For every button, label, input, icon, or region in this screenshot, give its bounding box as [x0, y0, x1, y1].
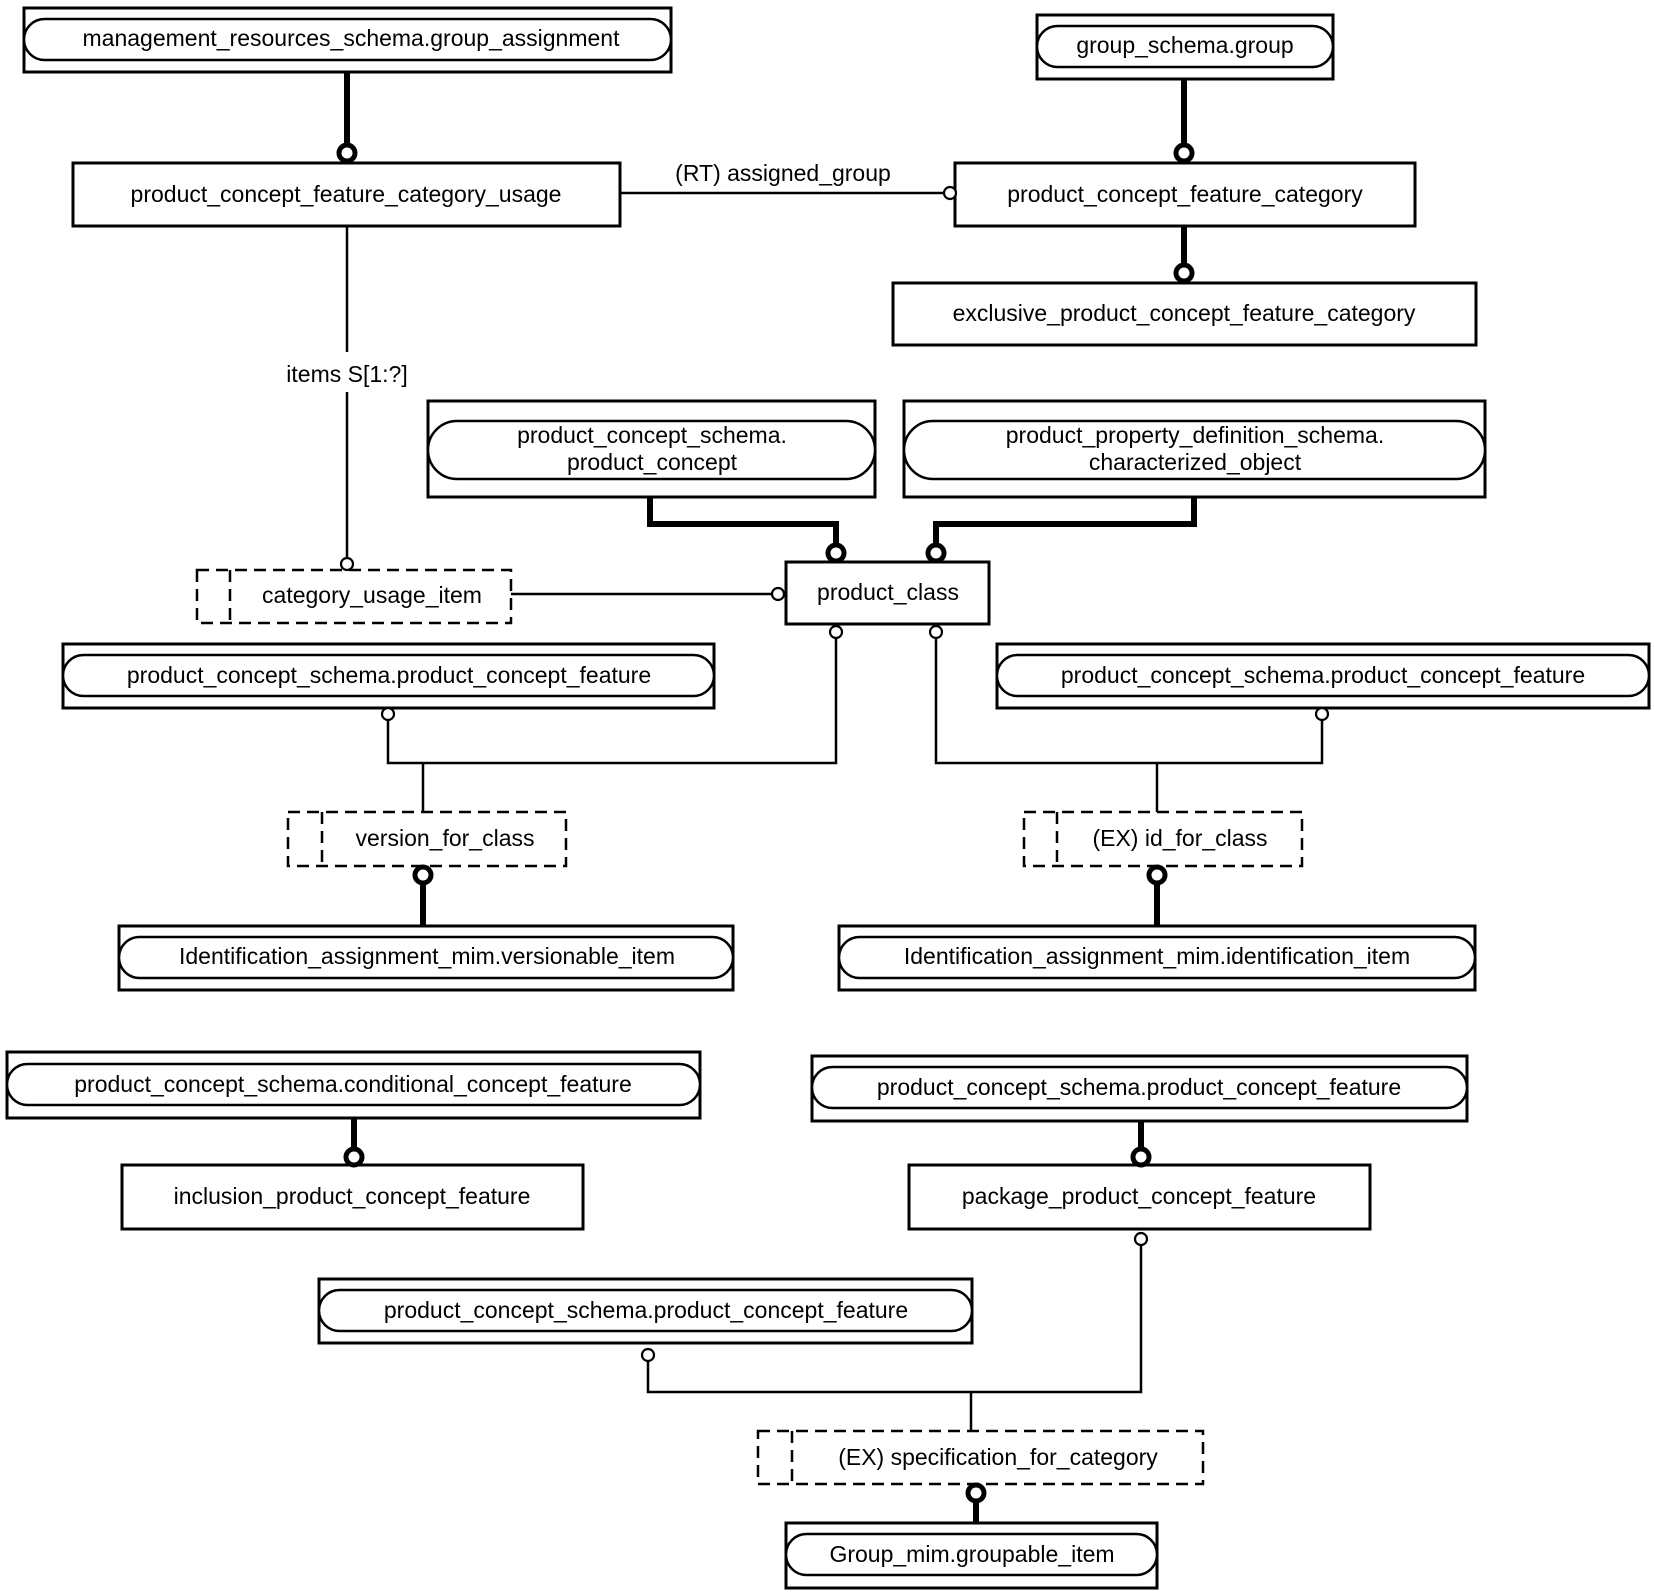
select-label: category_usage_item [262, 582, 482, 608]
entity-label-line2: product_concept [567, 449, 738, 475]
select-label: (EX) id_for_class [1092, 825, 1267, 851]
relation-label-assigned-group: (RT) assigned_group [675, 160, 891, 186]
entity-product-concept[interactable]: product_concept_schema. product_concept [426, 399, 877, 499]
entity-group[interactable]: group_schema.group [1035, 13, 1335, 81]
circle-terminators [336, 142, 1330, 1504]
entity-label: group_schema.group [1076, 32, 1293, 58]
entity-label: product_concept_schema.product_concept_f… [384, 1297, 908, 1323]
entity-label-line2: characterized_object [1089, 449, 1302, 475]
supertype-circle [1173, 142, 1195, 164]
entity-feature-category[interactable]: product_concept_feature_category [953, 161, 1417, 228]
connectors [344, 70, 1324, 1523]
entity-characterized-object[interactable]: product_property_definition_schema. char… [902, 399, 1487, 499]
entity-label: inclusion_product_concept_feature [174, 1183, 531, 1209]
select-line-id-for-class [934, 638, 1324, 765]
entity-group-assignment[interactable]: management_resources_schema.group_assign… [22, 6, 673, 74]
entity-pcf-bottom[interactable]: product_concept_schema.product_concept_f… [317, 1277, 974, 1345]
entity-label: product_concept_schema.conditional_conce… [74, 1071, 632, 1097]
select-id-for-class[interactable]: (EX) id_for_class [1022, 810, 1304, 868]
supertype-circle [925, 542, 947, 564]
supertype-circle [1146, 864, 1168, 886]
entity-pcf-right[interactable]: product_concept_schema.product_concept_f… [995, 642, 1651, 710]
entity-package-feature[interactable]: package_product_concept_feature [907, 1163, 1372, 1231]
entity-label: package_product_concept_feature [962, 1183, 1316, 1209]
supertype-circle [965, 1482, 987, 1504]
select-version-for-class[interactable]: version_for_class [286, 810, 568, 868]
entity-groupable-item[interactable]: Group_mim.groupable_item [784, 1521, 1159, 1590]
label-backdrop [272, 352, 422, 392]
entity-versionable-item[interactable]: Identification_assignment_mim.versionabl… [117, 924, 735, 992]
supertype-circle [825, 542, 847, 564]
supertype-line-product-concept [647, 497, 839, 546]
select-category-usage-item[interactable]: category_usage_item [195, 568, 513, 625]
entity-inclusion-feature[interactable]: inclusion_product_concept_feature [120, 1163, 585, 1231]
entity-label: product_class [817, 579, 959, 605]
entity-pcf-package-super[interactable]: product_concept_schema.product_concept_f… [810, 1054, 1469, 1123]
supertype-circle [1173, 262, 1195, 284]
select-line-version-for-class [386, 638, 838, 765]
supertype-circle [1130, 1146, 1152, 1168]
select-specification-for-category[interactable]: (EX) specification_for_category [756, 1429, 1205, 1486]
select-label: (EX) specification_for_category [838, 1444, 1158, 1470]
entity-label-line1: product_property_definition_schema. [1006, 422, 1384, 448]
entity-exclusive-category[interactable]: exclusive_product_concept_feature_catego… [891, 281, 1478, 347]
relation-circle [339, 556, 355, 572]
select-circle [828, 624, 844, 640]
entity-label: product_concept_feature_category [1007, 181, 1363, 207]
select-circle [1314, 706, 1330, 722]
entity-label: product_concept_schema.product_concept_f… [127, 662, 651, 688]
supertype-circle [343, 1146, 365, 1168]
relation-label-items: items S[1:?] [286, 361, 407, 387]
supertype-circle [336, 142, 358, 164]
entity-label: Group_mim.groupable_item [829, 1541, 1114, 1567]
entity-label: exclusive_product_concept_feature_catego… [953, 300, 1416, 326]
entity-conditional-feature[interactable]: product_concept_schema.conditional_conce… [5, 1050, 702, 1120]
supertype-line-characterized-object [933, 497, 1197, 546]
select-circle [1133, 1231, 1149, 1247]
relation-circle [942, 185, 958, 201]
select-label: version_for_class [356, 825, 535, 851]
select-line-specification [646, 1245, 1143, 1394]
entity-label-line1: product_concept_schema. [517, 422, 787, 448]
entity-label: product_concept_schema.product_concept_f… [1061, 662, 1585, 688]
supertype-circle [412, 864, 434, 886]
select-circle [380, 706, 396, 722]
entity-label: Identification_assignment_mim.versionabl… [179, 943, 675, 969]
entity-label: Identification_assignment_mim.identifica… [904, 943, 1410, 969]
entity-product-class[interactable]: product_class [784, 560, 991, 626]
entity-identification-item[interactable]: Identification_assignment_mim.identifica… [837, 924, 1477, 992]
select-circle [928, 624, 944, 640]
select-circle [640, 1347, 656, 1363]
select-circle [770, 586, 786, 602]
entity-category-usage[interactable]: product_concept_feature_category_usage [71, 161, 622, 228]
relation-labels: items S[1:?] (RT) assigned_group [272, 160, 891, 392]
entity-label: product_concept_schema.product_concept_f… [877, 1074, 1401, 1100]
entity-label: product_concept_feature_category_usage [131, 181, 562, 207]
entity-pcf-left[interactable]: product_concept_schema.product_concept_f… [61, 642, 716, 710]
entity-label: management_resources_schema.group_assign… [83, 25, 621, 51]
